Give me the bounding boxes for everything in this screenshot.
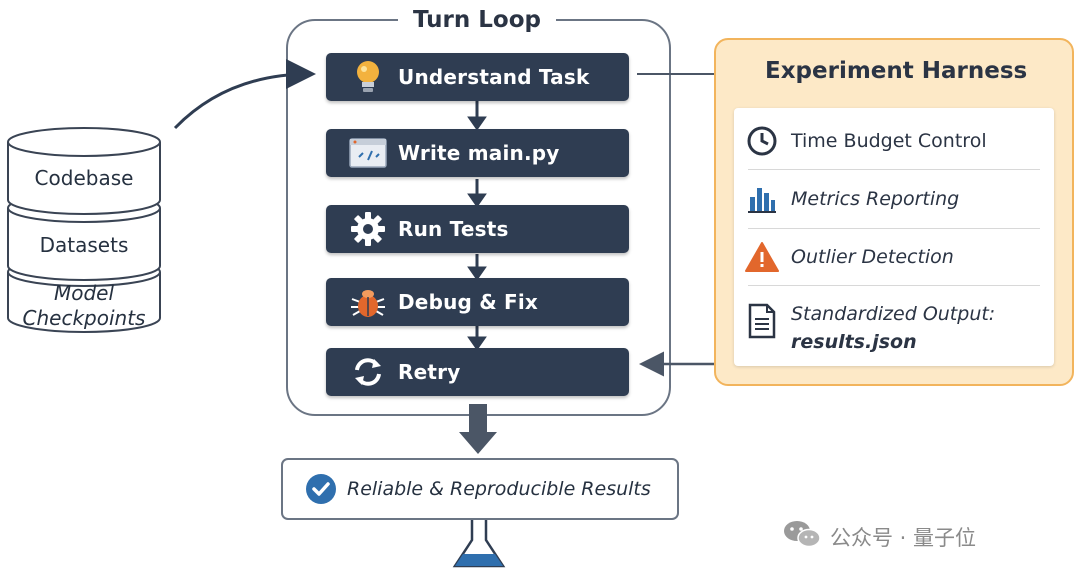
step-run-tests: Run Tests	[326, 205, 629, 253]
step-arrows	[467, 101, 487, 351]
harness-item-outlier: Outlier Detection	[745, 240, 954, 274]
input-codebase: Codebase	[34, 166, 134, 190]
check-circle-icon	[305, 473, 337, 505]
input-model-checkpoints: Model Checkpoints	[9, 281, 159, 331]
step-label: Write main.py	[398, 141, 560, 165]
results-box: Reliable & Reproducible Results	[281, 458, 679, 520]
refresh-icon	[348, 352, 388, 392]
step-label: Debug & Fix	[398, 290, 539, 314]
step-label: Run Tests	[398, 217, 509, 241]
inputs-arrow	[173, 59, 316, 130]
step-debug-fix: Debug & Fix	[326, 278, 629, 326]
warning-icon	[745, 240, 779, 274]
results-arrow	[459, 404, 497, 454]
step-retry: Retry	[326, 348, 629, 396]
gear-icon	[348, 209, 388, 249]
wechat-icon	[782, 518, 822, 555]
results-label: Reliable & Reproducible Results	[347, 478, 651, 500]
harness-divider	[748, 169, 1040, 170]
model-line-1: Model	[53, 281, 115, 305]
document-icon	[745, 303, 779, 339]
harness-item-label: Metrics Reporting	[791, 188, 960, 210]
model-line-2: Checkpoints	[22, 306, 146, 330]
output-text: Standardized Output: results.json	[791, 300, 995, 356]
flask-icon	[452, 515, 506, 568]
harness-item-metrics: Metrics Reporting	[745, 182, 959, 216]
lightbulb-icon	[348, 57, 388, 97]
harness-item-label: Outlier Detection	[791, 246, 954, 268]
step-understand-task: Understand Task	[326, 53, 629, 101]
harness-divider	[748, 285, 1040, 286]
watermark-text: 公众号 · 量子位	[830, 525, 977, 550]
turn-loop-title: Turn Loop	[398, 4, 556, 36]
bug-icon	[348, 282, 388, 322]
step-write-main: Write main.py	[326, 129, 629, 177]
database-stack	[7, 127, 161, 333]
step-label: Retry	[398, 360, 461, 384]
clock-icon	[745, 124, 779, 158]
harness-item-sub: results.json	[791, 331, 917, 353]
harness-item-time-budget: Time Budget Control	[745, 124, 987, 158]
harness-card	[734, 108, 1054, 366]
input-datasets: Datasets	[39, 233, 129, 257]
harness-item-label: Standardized Output:	[791, 303, 996, 325]
step-label: Understand Task	[398, 65, 590, 89]
watermark: 公众号 · 量子位	[782, 518, 976, 555]
harness-item-output: Standardized Output: results.json	[745, 300, 995, 356]
harness-item-label: Time Budget Control	[791, 130, 987, 152]
harness-divider	[748, 228, 1040, 229]
harness-title: Experiment Harness	[765, 58, 1028, 84]
code-window-icon	[348, 133, 388, 173]
bar-chart-icon	[745, 182, 779, 216]
